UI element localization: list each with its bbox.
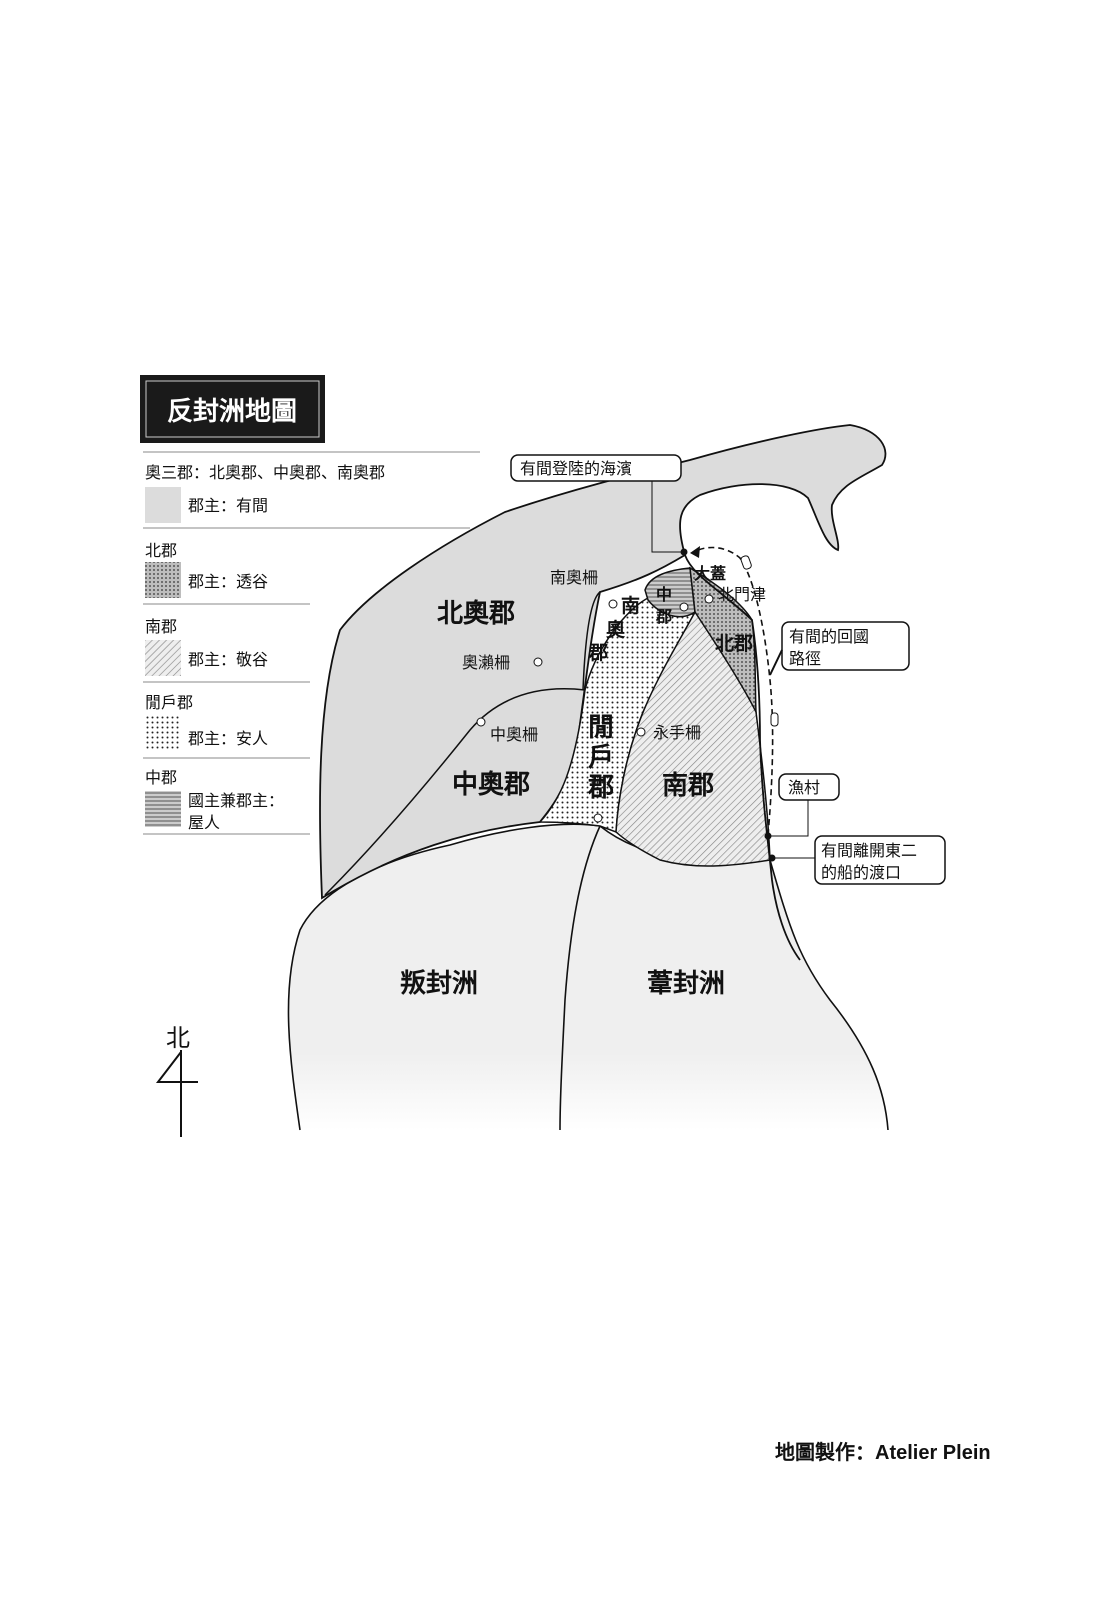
region-label-beiao: 北奧郡: [437, 599, 515, 629]
region-label-panfengzhou: 叛封洲: [400, 968, 478, 999]
svg-text:永手柵: 永手柵: [653, 723, 701, 742]
fort-marker: [636, 727, 646, 737]
zhongao-boundary: [324, 688, 586, 896]
legend-swatch-sparse-dots: [145, 715, 181, 751]
svg-text:反封洲地圖: 反封洲地圖: [167, 397, 297, 427]
svg-text:郡: 郡: [588, 642, 608, 664]
legend-swatch-dense-dots: [145, 562, 181, 598]
fort-marker: [476, 717, 486, 727]
places: 南奧柵 奧瀨柵 中奧柵 永手柵 北門津 大蓋: [462, 564, 766, 823]
region-label-zhongao: 中奧郡: [452, 770, 530, 800]
legend: 奧三郡：北奧郡、中奧郡、南奧郡 郡主：有間 北郡 郡主：透谷 南郡 郡主：敬谷 …: [143, 451, 480, 835]
svg-text:北郡: 北郡: [145, 541, 177, 560]
svg-text:郡主：敬谷: 郡主：敬谷: [188, 650, 268, 669]
fort-marker: [533, 657, 543, 667]
svg-text:閒戶郡: 閒戶郡: [145, 693, 193, 712]
map-title: 反封洲地圖: [140, 375, 325, 443]
svg-text:大蓋: 大蓋: [694, 564, 726, 583]
svg-text:中郡: 中郡: [145, 768, 177, 787]
north-arrow-icon: [155, 1050, 198, 1137]
svg-text:路徑: 路徑: [789, 649, 821, 668]
callout-return-route: 有間的回國 路徑: [769, 621, 910, 676]
svg-text:北門津: 北門津: [718, 585, 766, 604]
svg-text:有間離開東二: 有間離開東二: [821, 841, 917, 860]
svg-text:屋人: 屋人: [188, 813, 220, 832]
svg-text:中: 中: [656, 585, 672, 604]
compass: 北: [155, 1024, 198, 1137]
return-route: [691, 546, 774, 836]
route-arrow-icon: [690, 546, 700, 558]
region-label-weifengzhou: 葦封洲: [647, 969, 725, 999]
svg-text:中奧柵: 中奧柵: [490, 725, 538, 744]
svg-text:有間的回國: 有間的回國: [789, 627, 869, 646]
port-marker: [704, 594, 714, 604]
svg-text:北: 北: [166, 1024, 190, 1052]
fort-marker: [593, 813, 603, 823]
legend-swatch-stripes: [145, 791, 181, 827]
svg-text:閒: 閒: [588, 713, 614, 743]
boat-icon: [770, 712, 779, 727]
svg-text:郡: 郡: [655, 607, 672, 626]
svg-text:奧瀨柵: 奧瀨柵: [462, 653, 510, 672]
svg-text:有間登陸的海濱: 有間登陸的海濱: [520, 459, 632, 478]
region-nanjun: [615, 610, 771, 867]
svg-text:戶: 戶: [588, 743, 614, 773]
capital-marker: [679, 602, 689, 612]
boat-icon: [740, 555, 752, 570]
svg-text:南郡: 南郡: [145, 617, 177, 636]
region-label-beijun: 北郡: [715, 633, 753, 655]
callout-landing: 有間登陸的海濱: [510, 454, 688, 556]
svg-text:郡主：安人: 郡主：安人: [188, 729, 268, 748]
svg-text:郡: 郡: [587, 773, 614, 803]
legend-swatch-diagonal: [145, 640, 181, 676]
nanao-boundary: [582, 591, 601, 691]
svg-text:郡主：透谷: 郡主：透谷: [188, 572, 268, 591]
svg-text:漁村: 漁村: [788, 778, 820, 797]
svg-text:南奧柵: 南奧柵: [550, 568, 598, 587]
region-label-nanjun: 南郡: [662, 771, 714, 801]
callout-fishing-village: 漁村: [764, 773, 840, 840]
south-divider: [559, 825, 601, 1131]
svg-text:國主兼郡主：: 國主兼郡主：: [188, 791, 284, 810]
svg-text:郡主：有間: 郡主：有間: [188, 496, 268, 515]
callout-departure: 有間離開東二 的船的渡口: [768, 835, 946, 885]
fort-marker: [608, 599, 618, 609]
legend-group-heading: 奧三郡：北奧郡、中奧郡、南奧郡: [145, 463, 385, 482]
map-credit: 地圖製作：Atelier Plein: [775, 1442, 991, 1464]
legend-swatch-solid: [145, 487, 181, 523]
svg-text:的船的渡口: 的船的渡口: [821, 863, 901, 882]
east-coast: [684, 554, 801, 961]
south-landmass: [287, 823, 889, 1131]
svg-text:南: 南: [621, 595, 640, 617]
svg-text:奧: 奧: [606, 618, 626, 641]
